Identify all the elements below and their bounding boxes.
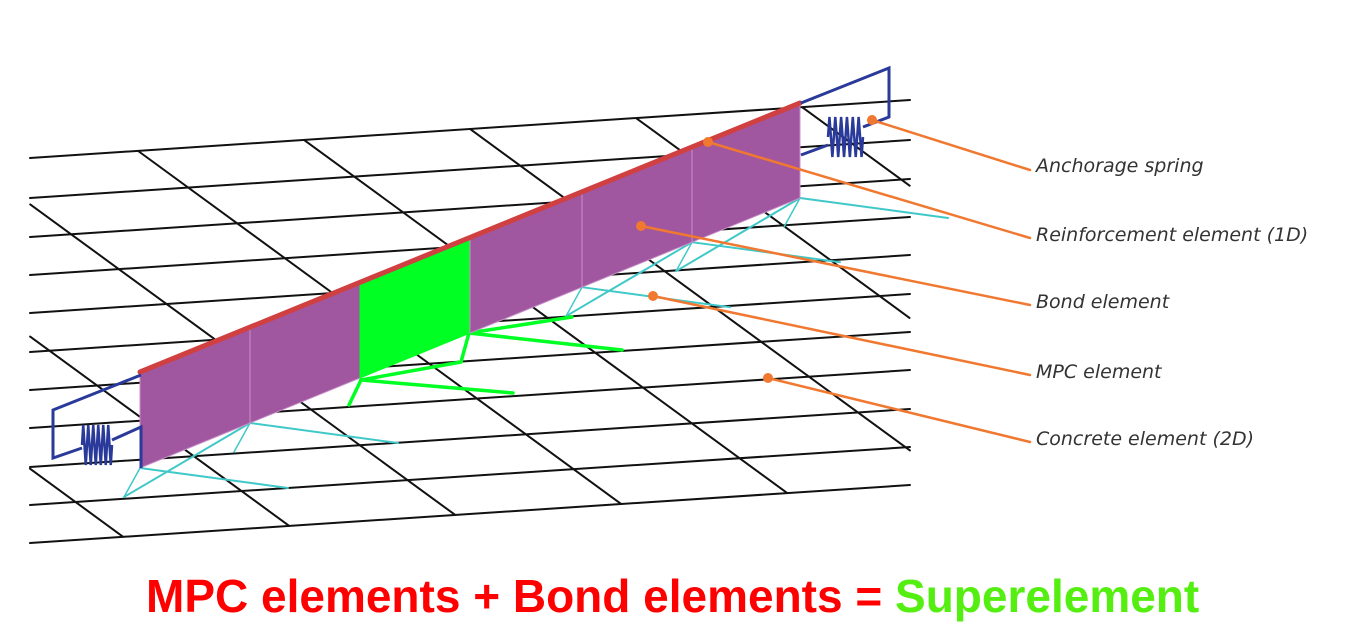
label-mpc-element: MPC element bbox=[1036, 361, 1163, 383]
superelement-mpc-line bbox=[459, 331, 471, 364]
bond-elements bbox=[137, 100, 803, 469]
leader-line bbox=[651, 294, 1032, 377]
leader-dot bbox=[867, 115, 877, 125]
superelement-mpc-line bbox=[359, 378, 515, 395]
label-reinforcement-element: Reinforcement element (1D) bbox=[1036, 224, 1308, 246]
equation-rhs: Superelement bbox=[895, 570, 1199, 622]
leader-dot bbox=[648, 291, 658, 301]
reinforcement-bar bbox=[137, 100, 803, 375]
leader-line bbox=[870, 118, 1032, 172]
leader-line bbox=[639, 224, 1032, 307]
mpc-elements bbox=[123, 197, 949, 498]
mpc-line bbox=[233, 422, 251, 453]
spring-bracket-left bbox=[51, 373, 142, 461]
equation-lhs: MPC elements + Bond elements = bbox=[146, 570, 895, 622]
leader-dot bbox=[636, 221, 646, 231]
superelement-mpc-line bbox=[347, 378, 363, 407]
grid-line-diagonal bbox=[469, 128, 911, 452]
label-concrete-element: Concrete element (2D) bbox=[1036, 428, 1254, 450]
grid-line-diagonal bbox=[29, 467, 125, 538]
equation-text: MPC elements + Bond elements = Superelem… bbox=[146, 570, 1199, 622]
leader-line bbox=[766, 376, 1032, 444]
spring-bracket-right bbox=[800, 143, 829, 157]
mpc-line bbox=[123, 467, 141, 498]
mpc-line bbox=[675, 197, 801, 273]
label-bond-element: Bond element bbox=[1036, 291, 1171, 313]
mpc-line bbox=[799, 197, 949, 219]
leader-dot bbox=[703, 137, 713, 147]
mpc-line bbox=[123, 422, 251, 498]
superelement-mpc-line bbox=[467, 331, 624, 352]
grid-line-horizontal bbox=[29, 446, 911, 506]
mpc-line bbox=[783, 197, 801, 228]
grid-line-diagonal bbox=[303, 139, 789, 494]
mpc-line bbox=[675, 241, 693, 272]
spring-bracket-left bbox=[111, 424, 143, 468]
leader-line bbox=[706, 140, 1032, 240]
superelement-mpc-line bbox=[359, 360, 463, 382]
grid-line-horizontal bbox=[29, 408, 911, 468]
mpc-line bbox=[249, 422, 399, 444]
spring-coil-left bbox=[80, 424, 114, 466]
grid-line-horizontal bbox=[29, 484, 911, 544]
leader-dot bbox=[763, 373, 773, 383]
label-anchorage-spring: Anchorage spring bbox=[1034, 155, 1204, 177]
mpc-line bbox=[139, 467, 289, 489]
leader-lines bbox=[636, 115, 1032, 444]
mpc-line bbox=[565, 286, 583, 317]
superelement-mpc-line bbox=[467, 315, 574, 335]
spring-coil-right bbox=[826, 116, 865, 158]
mpc-line bbox=[565, 241, 693, 318]
